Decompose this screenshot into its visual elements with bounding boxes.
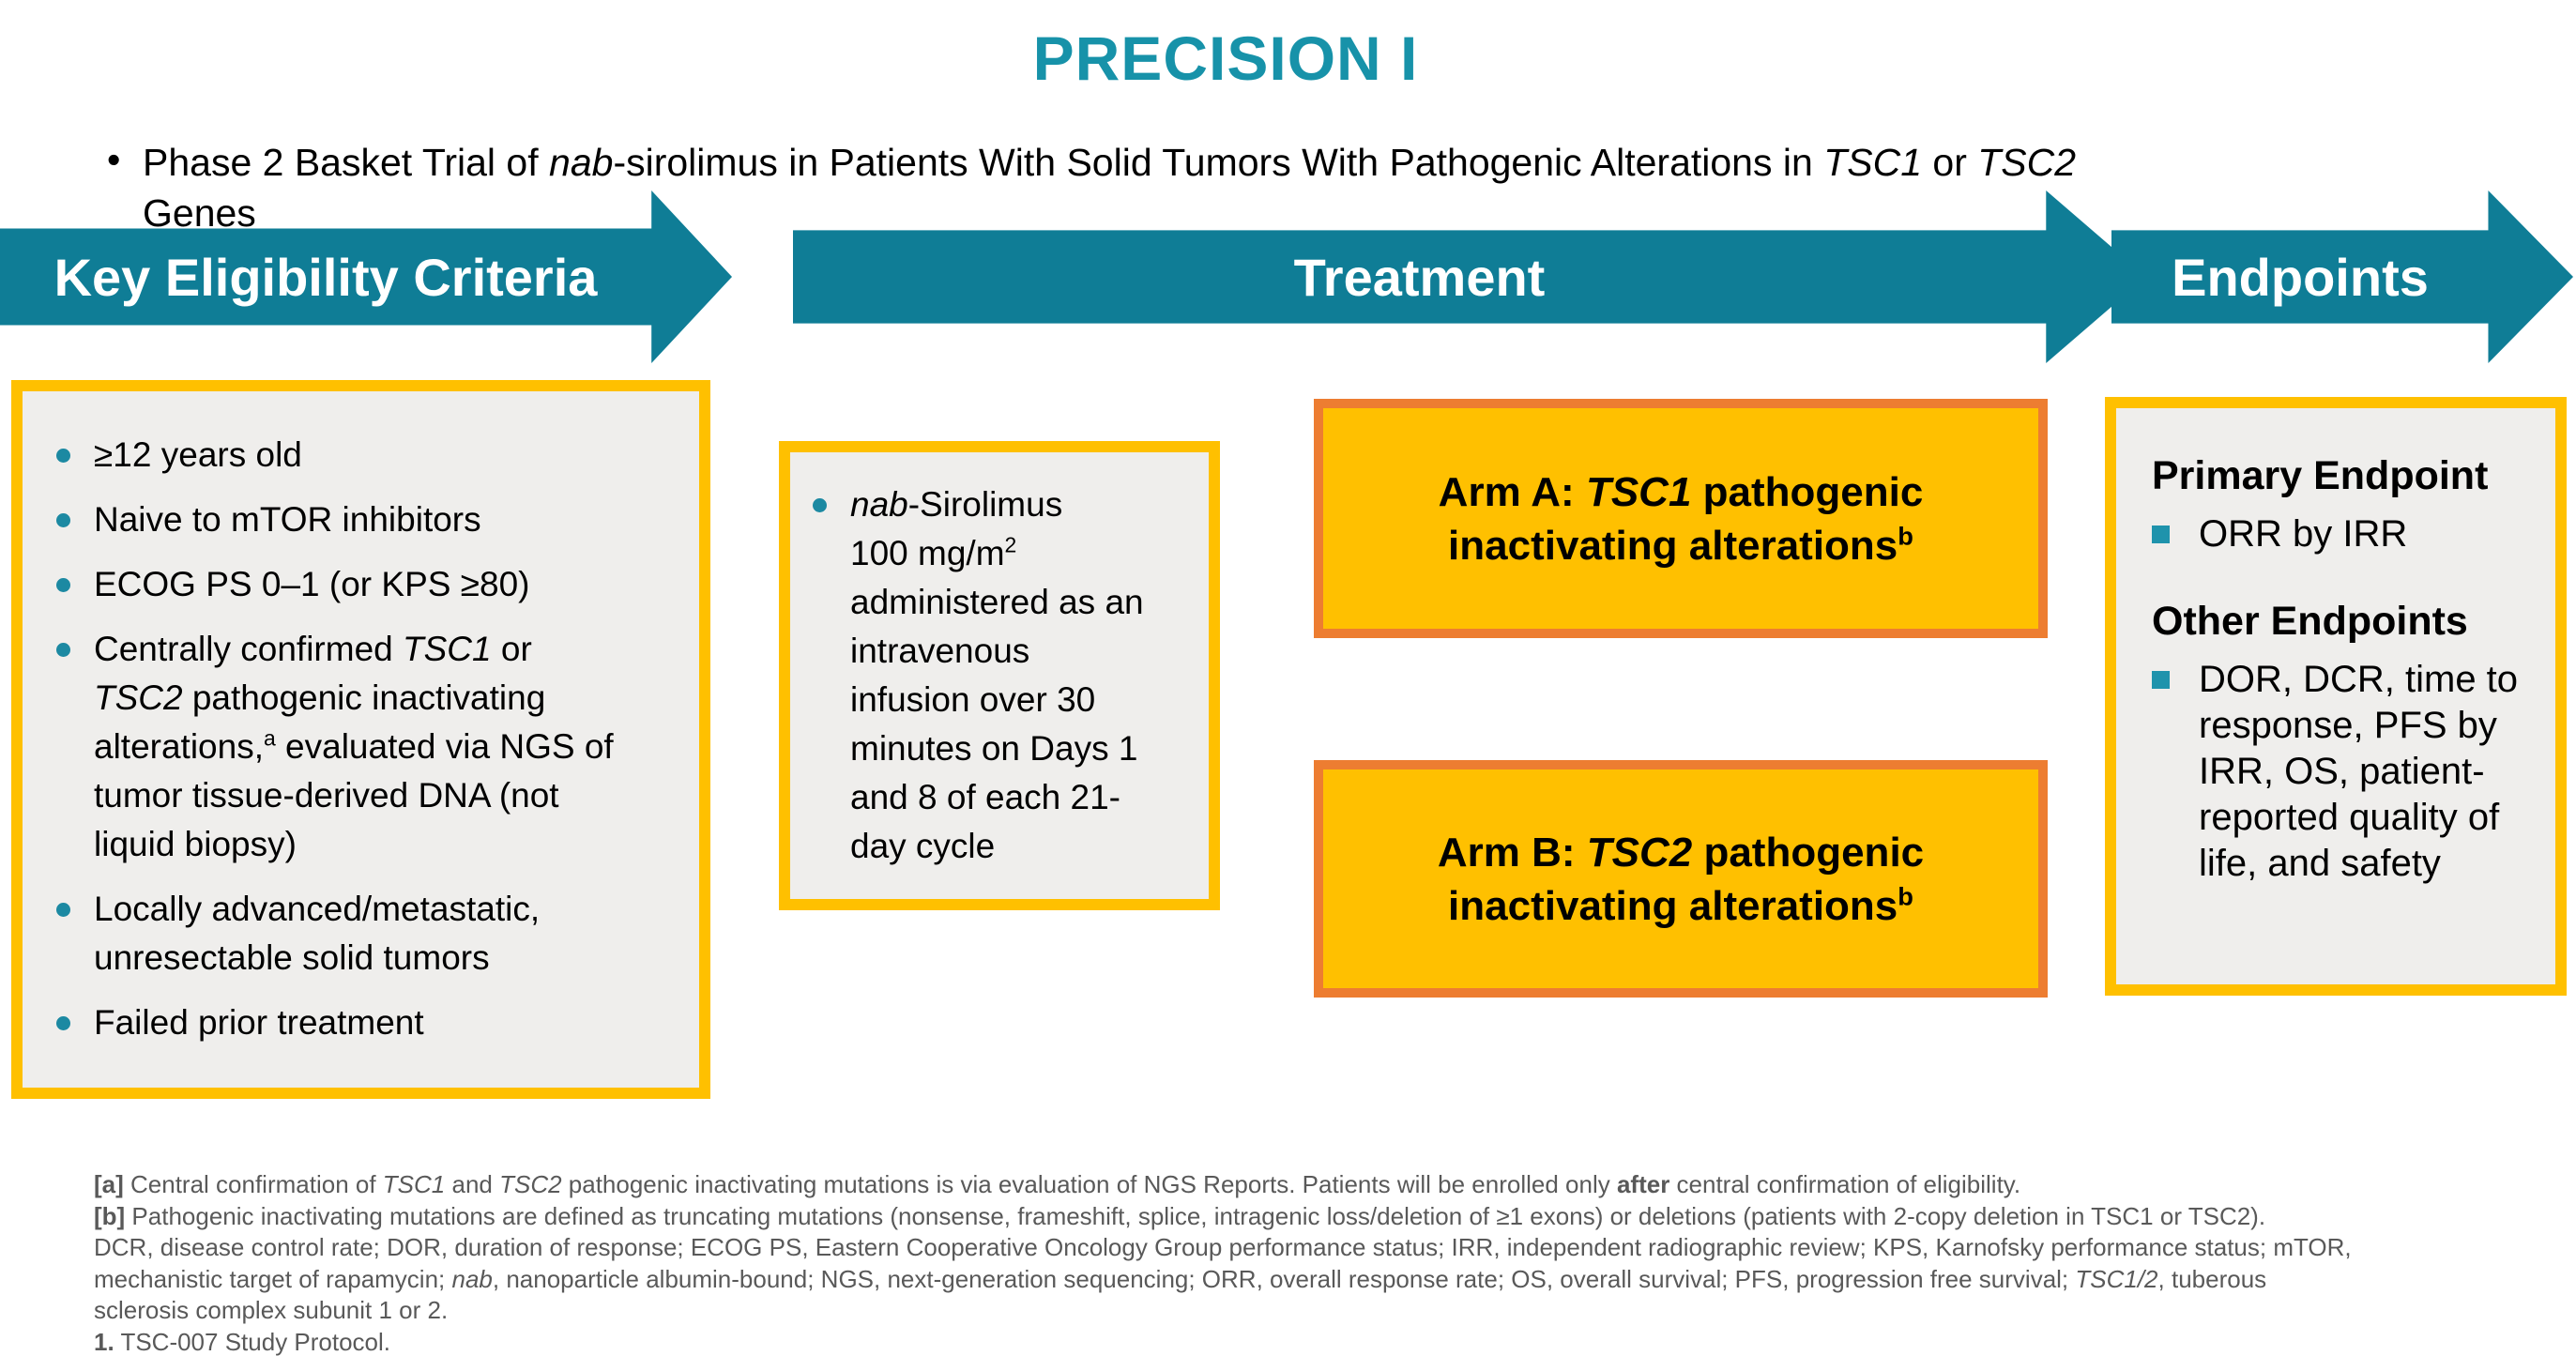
subtitle-text: Phase 2 Basket Trial of nab-sirolimus in… <box>143 141 2077 235</box>
square-bullet-icon <box>2152 671 2170 689</box>
eligibility-item-text: Locally advanced/metastatic,unresectable… <box>94 890 541 977</box>
primary-endpoint-item: ORR by IRR <box>2152 511 2542 557</box>
bullet-icon <box>56 578 70 592</box>
footnotes: [a] Central confirmation of TSC1 and TSC… <box>94 1169 2553 1358</box>
banner-label: Treatment <box>1293 247 1546 307</box>
abbreviations-line-3: sclerosis complex subunit 1 or 2. <box>94 1296 449 1324</box>
bullet-icon <box>56 643 70 657</box>
abbreviations-line-2: mechanistic target of rapamycin; nab, na… <box>94 1264 2267 1293</box>
reference-line: 1. TSC-007 Study Protocol. <box>94 1327 391 1356</box>
footnote-b: [b] Pathogenic inactivating mutations ar… <box>94 1201 2266 1230</box>
eligibility-item-text: Failed prior treatment <box>94 1003 424 1042</box>
bullet-icon <box>56 1016 70 1030</box>
primary-endpoint-text: ORR by IRR <box>2199 513 2408 555</box>
eligibility-item: Failed prior treatment <box>56 998 692 1047</box>
other-endpoints-heading: Other Endpoints <box>2152 599 2468 644</box>
bullet-icon <box>56 513 70 527</box>
eligibility-item-text: ≥12 years old <box>94 435 302 474</box>
banner-label: Key Eligibility Criteria <box>53 247 598 307</box>
endpoints-box: Primary Endpoint ORR by IRR Other Endpoi… <box>2105 397 2567 996</box>
eligibility-box: ≥12 years old Naive to mTOR inhibitors E… <box>11 380 710 1099</box>
eligibility-item: ECOG PS 0–1 (or KPS ≥80) <box>56 560 692 609</box>
page-title: PRECISION I <box>1032 23 1419 93</box>
banner-label: Endpoints <box>2172 247 2429 307</box>
eligibility-item: ≥12 years old <box>56 431 692 480</box>
subtitle-line: • Phase 2 Basket Trial of nab-sirolimus … <box>103 137 2339 238</box>
bullet-icon: • <box>107 138 121 181</box>
bullet-icon <box>56 903 70 917</box>
footnote-a: [a] Central confirmation of TSC1 and TSC… <box>94 1170 2021 1198</box>
abbreviations-line-1: DCR, disease control rate; DOR, duration… <box>94 1233 2352 1261</box>
eligibility-item-text: Naive to mTOR inhibitors <box>94 500 481 539</box>
bullet-icon <box>813 498 827 512</box>
square-bullet-icon <box>2152 526 2170 543</box>
eligibility-item: Naive to mTOR inhibitors <box>56 495 692 544</box>
bullet-icon <box>56 449 70 463</box>
primary-endpoint-heading: Primary Endpoint <box>2152 453 2489 498</box>
eligibility-item-text: ECOG PS 0–1 (or KPS ≥80) <box>94 565 530 603</box>
eligibility-item: Locally advanced/metastatic,unresectable… <box>56 885 692 983</box>
